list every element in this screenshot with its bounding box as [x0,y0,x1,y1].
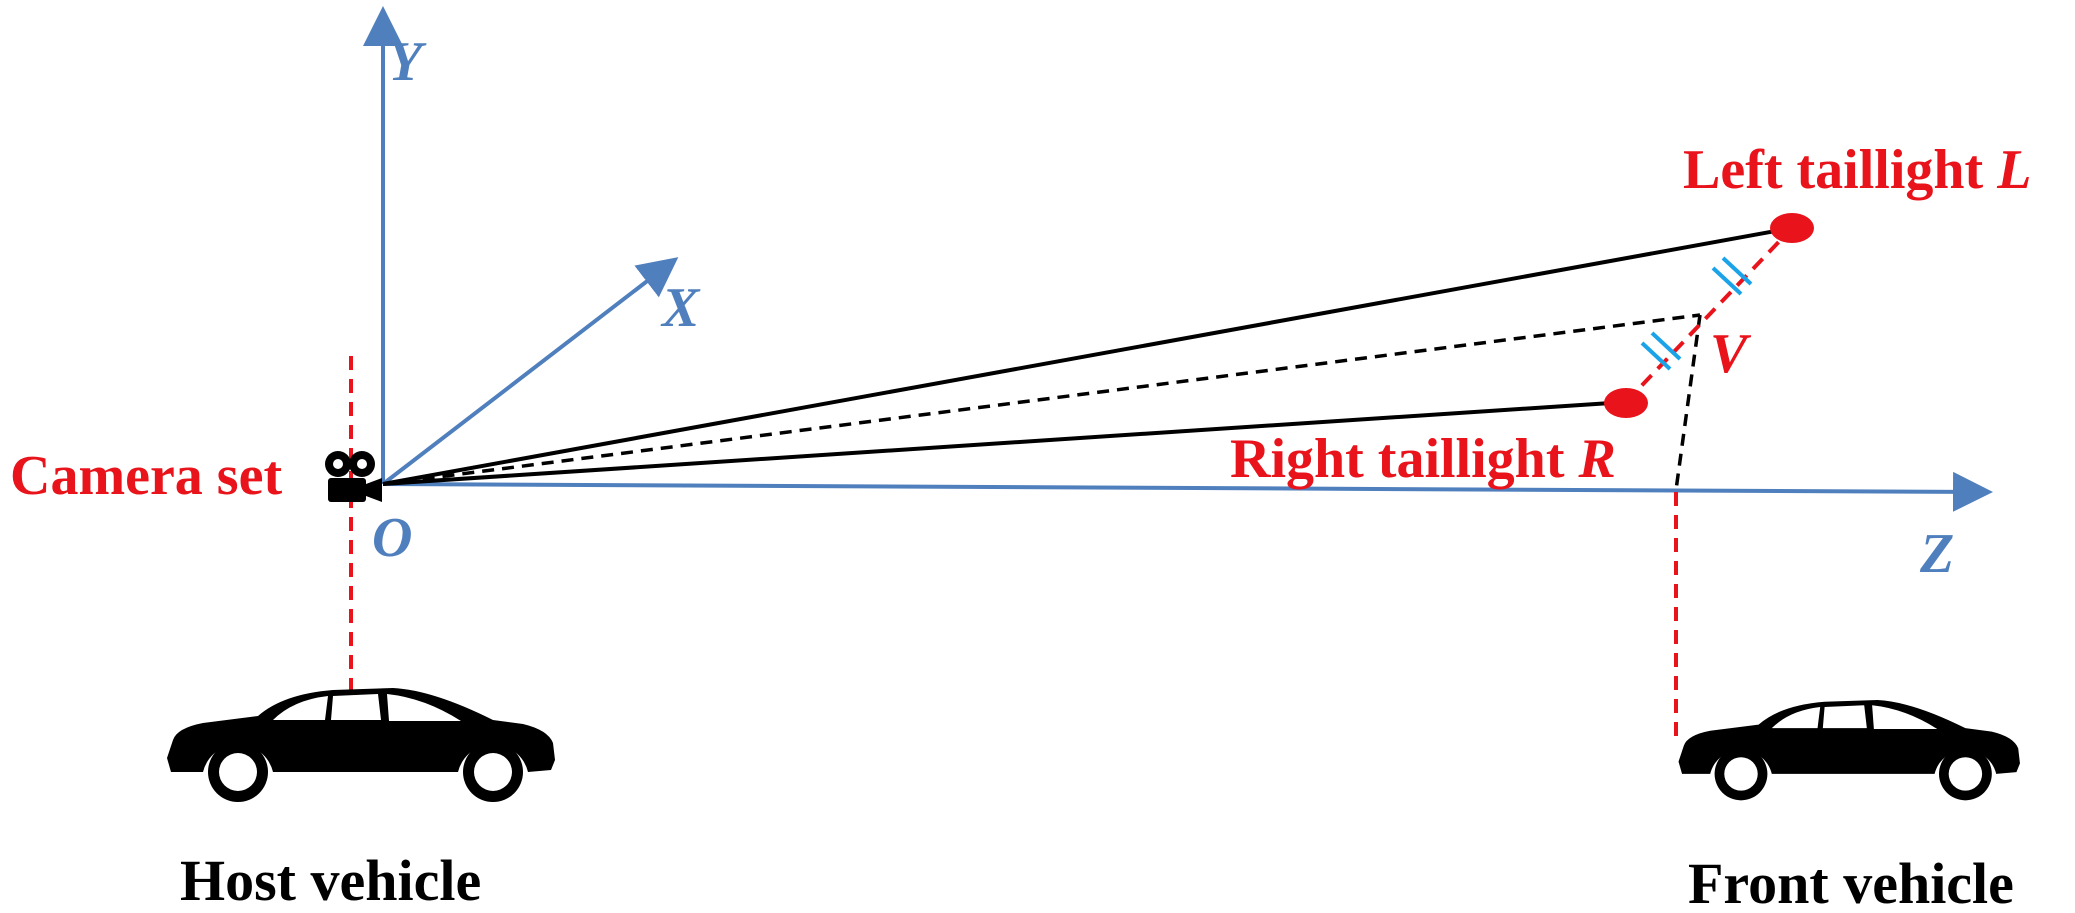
midpoint-label: V [1710,323,1752,385]
left-taillight-text: Left taillight [1683,139,1997,201]
ray-to-right-taillight [382,400,1627,486]
host-car-icon [167,688,555,802]
left-taillight-symbol: L [1996,139,2031,201]
host-vehicle-label: Host vehicle [180,848,481,913]
x-axis [381,257,679,486]
x-axis-label: X [660,277,701,339]
front-car-icon [1678,700,2020,801]
left-taillight-label: Left taillight L [1683,139,2031,201]
equal-tick-lower [1640,331,1682,371]
right-taillight-symbol: R [1577,428,1615,490]
taillight-connector [1624,226,1794,404]
equal-tick-upper [1711,256,1753,296]
front-vehicle-label: Front vehicle [1688,851,2014,913]
origin-label: O [372,507,412,569]
z-axis-label: Z [1919,523,1954,585]
ray-to-left-taillight [382,226,1793,486]
ray-to-midpoint [382,313,1701,486]
right-taillight-label: Right taillight R [1230,428,1616,490]
right-taillight-marker [1604,388,1648,418]
camera-icon [325,451,382,502]
z-axis [382,471,1993,512]
midpoint-projection-line [1674,314,1702,491]
camera-set-label: Camera set [10,445,282,507]
y-axis-label: Y [388,31,427,93]
left-taillight-marker [1770,213,1814,243]
right-taillight-text: Right taillight [1230,428,1578,490]
